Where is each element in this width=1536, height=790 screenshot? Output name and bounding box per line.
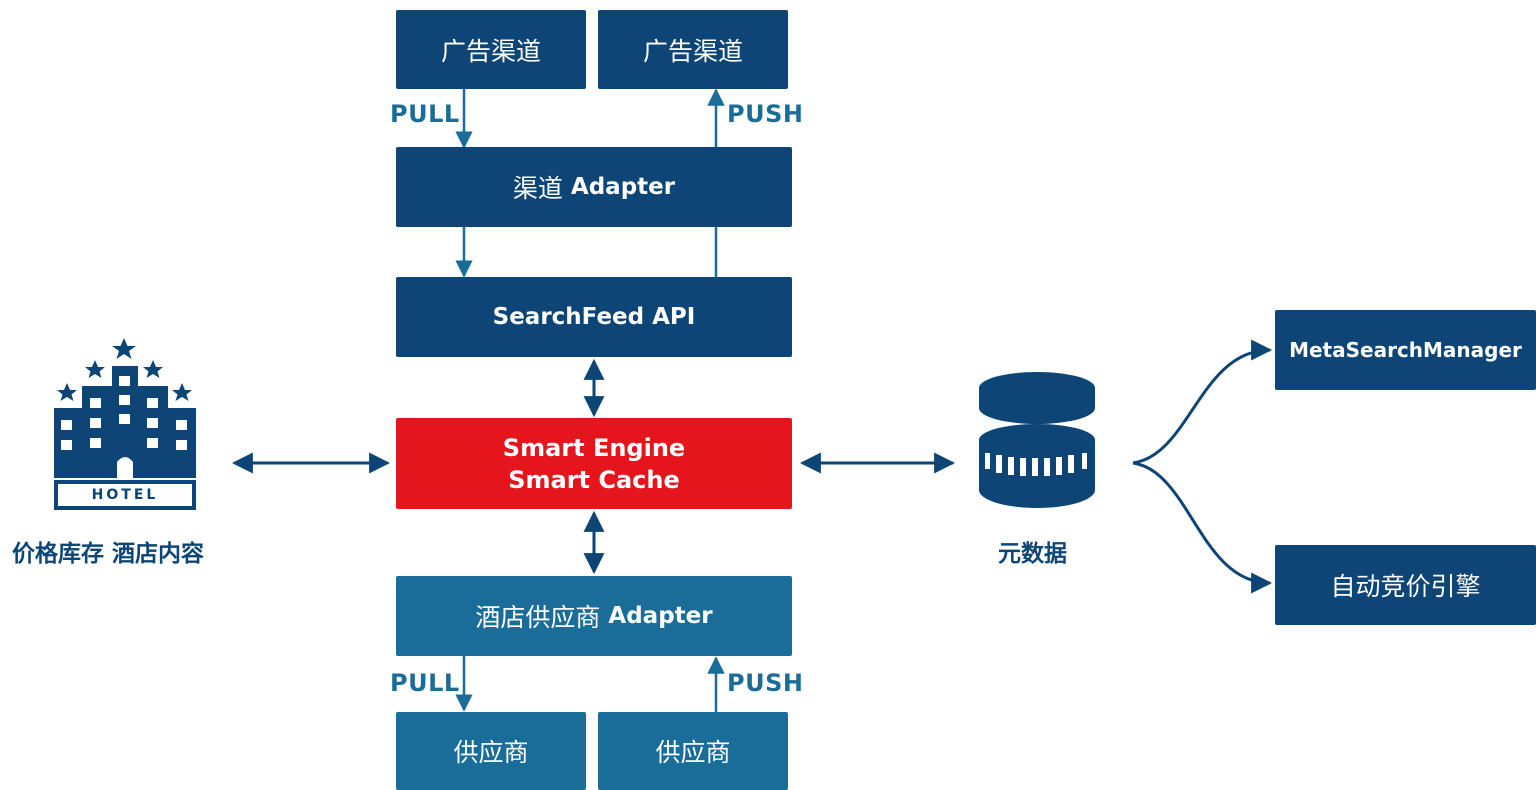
supplier-box-left: 供应商 <box>396 712 586 790</box>
supplier-adapter-box: 酒店供应商 Adapter <box>396 576 792 656</box>
smart-engine-line1: Smart Engine <box>502 433 686 462</box>
auto-bidding-engine-label: 自动竞价引擎 <box>1330 572 1481 601</box>
ad-channel-label-left: 广告渠道 <box>440 36 541 66</box>
supplier-label-left: 供应商 <box>453 738 529 767</box>
meta-search-manager-box: MetaSearchManager <box>1275 310 1536 390</box>
arrow-db-to-metasearch <box>1132 339 1273 465</box>
smart-engine-line2: Smart Cache <box>508 465 680 494</box>
meta-search-manager-label: MetaSearchManager <box>1289 338 1522 362</box>
hotel-caption: 价格库存 酒店内容 <box>12 541 205 567</box>
searchfeed-api-box: SearchFeed API <box>396 277 792 357</box>
searchfeed-api-label: SearchFeed API <box>492 304 696 330</box>
top-pull-tag: PULL <box>390 100 460 128</box>
supplier-adapter-suffix: Adapter <box>608 603 713 629</box>
supplier-adapter-prefix: 酒店供应商 <box>475 603 601 632</box>
auto-bidding-engine-box: 自动竞价引擎 <box>1275 545 1536 625</box>
channel-adapter-prefix: 渠道 <box>512 174 563 203</box>
arrow-db-to-bidding <box>1132 461 1273 594</box>
ad-channel-box-right: 广告渠道 <box>598 10 788 89</box>
database-caption: 元数据 <box>998 541 1067 567</box>
supplier-label-right: 供应商 <box>655 738 731 767</box>
ad-channel-box-left: 广告渠道 <box>396 10 586 89</box>
hotel-sign-text: HOTEL <box>91 487 159 503</box>
top-push-tag: PUSH <box>727 100 804 128</box>
smart-engine-box: Smart Engine Smart Cache <box>396 418 792 509</box>
supplier-box-right: 供应商 <box>598 712 788 790</box>
ad-channel-label-right: 广告渠道 <box>642 36 743 66</box>
bottom-pull-tag: PULL <box>390 669 460 697</box>
bottom-push-tag: PUSH <box>727 669 804 697</box>
channel-adapter-box: 渠道 Adapter <box>396 147 792 227</box>
channel-adapter-suffix: Adapter <box>570 174 676 200</box>
